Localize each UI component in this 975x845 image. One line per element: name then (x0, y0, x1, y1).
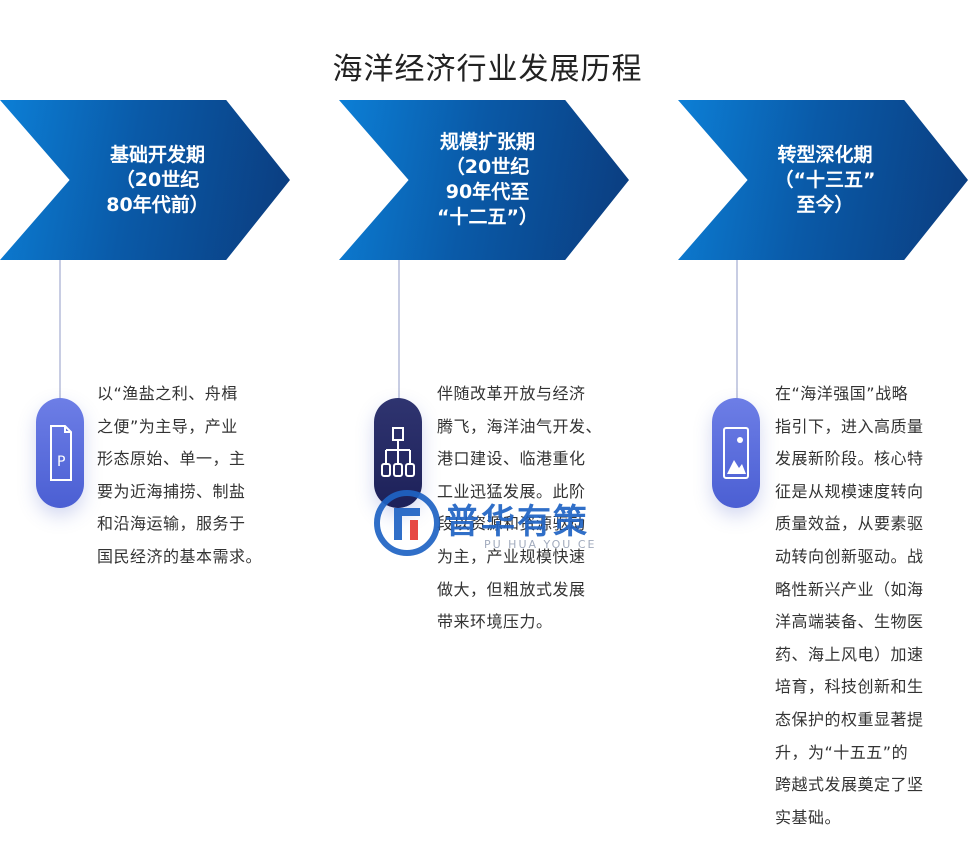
desc-line: 略性新兴产业（如海 (775, 579, 924, 599)
stage-1-heading-line: 基础开发期 (109, 143, 205, 166)
desc-line: 跨越式发展奠定了坚 (775, 775, 924, 795)
network-icon (381, 427, 415, 477)
stage-3-description: 在“海洋强国”战略 指引下，进入高质量 发展新阶段。核心特 征是从规模速度转向 … (775, 378, 950, 834)
stage-3-heading-line: 至今） (796, 193, 854, 216)
svg-text:P: P (57, 454, 65, 470)
desc-line: 要为近海捕捞、制盐 (97, 481, 246, 501)
desc-line: 洋高端装备、生物医 (775, 612, 924, 632)
desc-line: 质量效益，从要素驱 (775, 514, 924, 534)
desc-line: 腾飞，海洋油气开发、 (437, 416, 603, 436)
stage-1-description: 以“渔盐之利、舟楫 之便”为主导，产业 形态原始、单一，主 要为近海捕捞、制盐 … (97, 378, 272, 574)
stage-1-heading-line: （20世纪 (115, 168, 200, 191)
stage-2-connector (398, 260, 400, 400)
desc-line: 为主，产业规模快速 (437, 546, 586, 566)
desc-line: 伴随改革开放与经济 (437, 384, 586, 403)
desc-line: 动转向创新驱动。战 (775, 546, 924, 566)
desc-line: 国民经济的基本需求。 (97, 546, 263, 566)
stage-2-heading: 规模扩张期 （20世纪 90年代至 “十二五”） (395, 100, 580, 260)
desc-line: 升，为“十五五”的 (775, 742, 909, 762)
stage-1-icon-pill: P (36, 398, 84, 508)
image-icon (723, 427, 749, 479)
stage-3-icon-pill (712, 398, 760, 508)
document-icon: P (50, 425, 72, 481)
desc-line: 段以资源和资源驱动 (437, 514, 586, 534)
desc-line: 培育，科技创新和生 (775, 677, 924, 697)
desc-line: 港口建设、临港重化 (437, 449, 586, 469)
desc-line: 形态原始、单一，主 (97, 449, 246, 469)
desc-line: 带来环境压力。 (437, 612, 553, 632)
desc-line: 在“海洋强国”战略 (775, 384, 909, 403)
desc-line: 做大，但粗放式发展 (437, 579, 586, 599)
stage-1-heading-line: 80年代前） (106, 193, 209, 216)
stage-2-heading-line: （20世纪 (445, 156, 530, 178)
desc-line: 发展新阶段。核心特 (775, 449, 924, 469)
page-title: 海洋经济行业发展历程 (332, 52, 643, 87)
watermark-logo: 普华有策 PU HUA YOU CE (372, 488, 642, 558)
desc-line: 之便”为主导，产业 (97, 416, 238, 436)
desc-line: 征是从规模速度转向 (775, 481, 924, 501)
stage-3-heading: 转型深化期 （“十三五” 至今） (735, 100, 915, 260)
stage-3-heading-line: 转型深化期 (777, 143, 873, 166)
desc-line: 态保护的权重显著提 (775, 709, 924, 729)
desc-line: 药、海上风电）加速 (775, 644, 924, 664)
desc-line: 实基础。 (775, 807, 842, 827)
desc-line: 和沿海运输，服务于 (97, 514, 246, 534)
stage-1-heading: 基础开发期 （20世纪 80年代前） (70, 100, 245, 260)
desc-line: 以“渔盐之利、舟楫 (97, 384, 238, 403)
stage-1-connector (59, 260, 61, 400)
stage-2-heading-line: 90年代至 (445, 181, 530, 203)
stage-3-connector (736, 260, 738, 400)
logo-icon (374, 490, 440, 556)
desc-line: 指引下，进入高质量 (775, 416, 924, 436)
watermark-subtext: PU HUA YOU CE (484, 538, 597, 551)
watermark-text: 普华有策 (445, 502, 589, 542)
stage-2-heading-line: 规模扩张期 (439, 131, 535, 153)
desc-line: 工业迅猛发展。此阶 (437, 481, 586, 501)
stage-3-heading-line: （“十三五” (774, 168, 876, 191)
stage-2-heading-line: “十二五”） (437, 206, 538, 228)
stage-2-icon-pill (374, 398, 422, 508)
stage-2-description: 伴随改革开放与经济 腾飞，海洋油气开发、 港口建设、临港重化 工业迅猛发展。此阶… (437, 378, 612, 639)
